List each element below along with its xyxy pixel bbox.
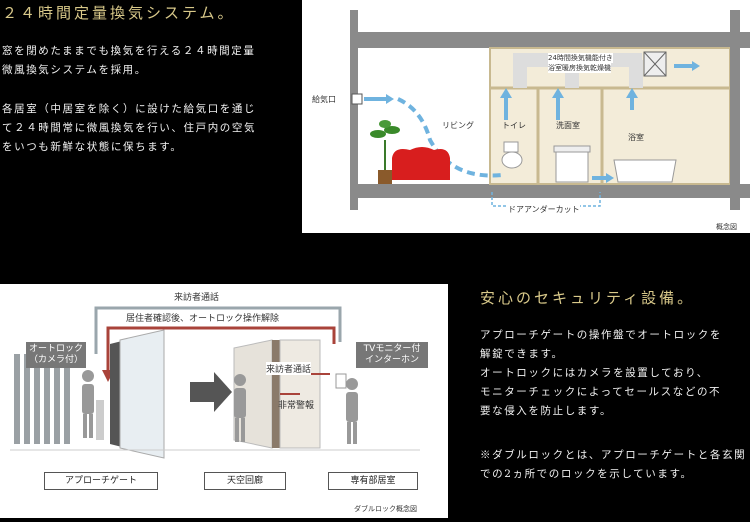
ventilation-diagram-svg xyxy=(350,10,750,210)
visitor-call-line xyxy=(94,306,342,354)
ventilation-diagram: 給気口 リビング トイレ 洗面室 浴室 24時間換気機能付き 浴室暖房換気乾燥機… xyxy=(302,0,750,233)
washbasin-icon xyxy=(555,151,589,183)
intercom-icon xyxy=(335,373,347,389)
sofa-icon xyxy=(392,147,450,180)
inlet-vent xyxy=(351,93,363,105)
right-wall xyxy=(730,10,740,210)
undercut-label: ドアアンダーカット xyxy=(508,204,580,215)
security-diagram: 来訪者通話 居住者確認後、オートロック操作解除 オートロック （カメラ付） TV… xyxy=(0,284,448,518)
floor-slab xyxy=(350,184,750,198)
confirm-line xyxy=(106,326,336,374)
corridor-label: 天空回廊 xyxy=(204,472,286,490)
toilet-icon xyxy=(501,151,523,169)
visitor-call-mid-label: 来訪者通話 xyxy=(266,362,312,375)
toilet-label: トイレ xyxy=(502,121,526,130)
left-wall xyxy=(350,10,358,210)
private-room-label: 専有部居室 xyxy=(328,472,418,490)
ventilation-para2: 各居室（中居室を除く）に設けた給気口を通じ て２４時間常に微風換気を行い、住戸内… xyxy=(2,103,257,153)
ventilation-title: ２４時間定量換気システム。 xyxy=(2,4,236,22)
tv-monitor-label: TVモニター付 インターホン xyxy=(356,342,428,368)
washroom-label: 洗面室 xyxy=(556,121,580,130)
bathtub-icon xyxy=(613,159,677,183)
plant-icon xyxy=(379,120,391,128)
corridor-visitor-icon xyxy=(234,374,246,386)
ceiling-slab xyxy=(350,32,750,48)
dryer-label-line2: 浴室暖房換気乾燥機 xyxy=(548,63,611,73)
emergency-label: 非常警報 xyxy=(278,401,315,411)
visitor-icon xyxy=(82,370,94,382)
security-para2: ※ダブルロックとは、アプローチゲートと各玄関 での2ヵ所でのロックを示しています… xyxy=(480,449,747,480)
airflow-arrow-2 xyxy=(397,97,503,178)
autolock-label: オートロック （カメラ付） xyxy=(26,342,86,368)
plant-pot xyxy=(378,170,392,184)
visitor-call-top-label: 来訪者通話 xyxy=(174,293,220,303)
dryer-label-line1: 24時間換気機能付き xyxy=(548,53,613,63)
resident-icon xyxy=(346,378,358,390)
ventilation-para1: 窓を閉めたままでも換気を行える２４時間定量 微風換気システムを採用。 xyxy=(2,45,256,76)
gate-panel-icon xyxy=(96,400,104,440)
security-para1: アプローチゲートの操作盤でオートロックを 解錠できます。 オートロックにはカメラ… xyxy=(480,329,722,417)
security-caption: ダブルロック概念図 xyxy=(354,505,417,513)
security-title: 安心のセキュリティ設備。 xyxy=(480,289,696,307)
resident-confirm-label: 居住者確認後、オートロック操作解除 xyxy=(126,314,280,324)
approach-gate-label: アプローチゲート xyxy=(44,472,158,490)
living-label: リビング xyxy=(442,121,474,130)
security-diagram-svg xyxy=(10,306,420,459)
bathroom-label: 浴室 xyxy=(628,133,644,142)
inlet-label: 給気口 xyxy=(312,95,336,104)
gate-slats xyxy=(14,354,70,444)
ventilation-caption: 概念図 xyxy=(716,223,737,231)
flow-arrow-icon xyxy=(190,372,232,412)
